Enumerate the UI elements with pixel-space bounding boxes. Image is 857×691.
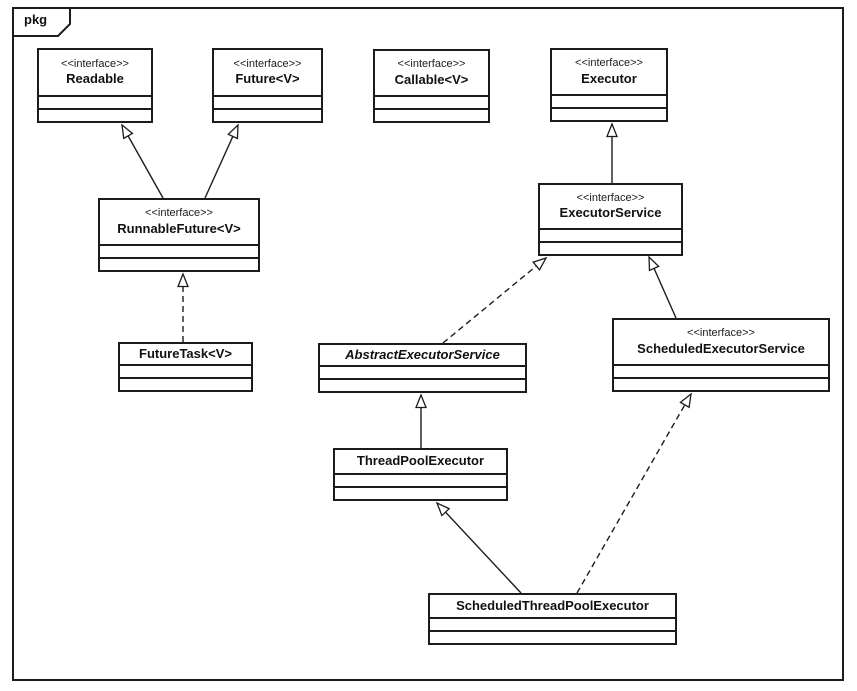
attributes-compartment — [375, 95, 488, 108]
package-tab-label: pkg — [24, 12, 48, 27]
package-tab-shape — [12, 7, 71, 37]
package-tab-outline — [12, 7, 71, 37]
operations-compartment — [100, 257, 258, 270]
uml-interface-readable: <<interface>> Readable — [37, 48, 153, 123]
attributes-compartment — [335, 473, 506, 486]
attributes-compartment — [552, 94, 666, 107]
class-name: FutureTask<V> — [139, 345, 232, 361]
attributes-compartment — [214, 95, 321, 108]
class-name: Readable — [66, 71, 124, 87]
uml-interface-callable: <<interface>> Callable<V> — [373, 49, 490, 123]
attributes-compartment — [540, 228, 681, 241]
class-header: <<interface>> Callable<V> — [375, 51, 488, 95]
operations-compartment — [39, 108, 151, 121]
uml-interface-executorservice: <<interface>> ExecutorService — [538, 183, 683, 256]
stereotype-label: <<interface>> — [233, 57, 302, 70]
class-name: Executor — [581, 70, 637, 86]
attributes-compartment — [120, 364, 251, 377]
class-header: ThreadPoolExecutor — [335, 450, 506, 473]
class-header: <<interface>> Readable — [39, 50, 151, 95]
attributes-compartment — [100, 244, 258, 257]
class-header: <<interface>> Executor — [552, 50, 666, 94]
stereotype-label: <<interface>> — [61, 57, 129, 70]
class-header: ScheduledThreadPoolExecutor — [430, 595, 675, 617]
operations-compartment — [120, 377, 251, 390]
operations-compartment — [552, 107, 666, 120]
class-header: AbstractExecutorService — [320, 345, 525, 365]
class-name: Callable<V> — [394, 71, 469, 87]
class-name: ExecutorService — [559, 205, 662, 221]
uml-interface-scheduledexecutorservice: <<interface>> ScheduledExecutorService — [612, 318, 830, 392]
stereotype-label: <<interface>> — [145, 207, 213, 219]
class-name: AbstractExecutorService — [345, 346, 500, 362]
attributes-compartment — [614, 364, 828, 377]
operations-compartment — [335, 486, 506, 499]
stereotype-label: <<interface>> — [576, 191, 645, 204]
uml-class-threadpoolexecutor: ThreadPoolExecutor — [333, 448, 508, 501]
operations-compartment — [430, 630, 675, 643]
attributes-compartment — [430, 617, 675, 630]
uml-interface-runnablefuture: <<interface>> RunnableFuture<V> — [98, 198, 260, 272]
operations-compartment — [320, 378, 525, 391]
operations-compartment — [375, 108, 488, 121]
uml-class-futuretask: FutureTask<V> — [118, 342, 253, 392]
class-header: <<interface>> RunnableFuture<V> — [100, 200, 258, 244]
stereotype-label: <<interface>> — [687, 327, 755, 339]
stereotype-label: <<interface>> — [397, 58, 466, 70]
operations-compartment — [614, 377, 828, 390]
class-header: <<interface>> Future<V> — [214, 50, 321, 95]
class-header: <<interface>> ExecutorService — [540, 185, 681, 228]
uml-class-abstractexecutorservice: AbstractExecutorService — [318, 343, 527, 393]
uml-interface-future: <<interface>> Future<V> — [212, 48, 323, 123]
class-name: ThreadPoolExecutor — [356, 453, 485, 469]
class-header: FutureTask<V> — [120, 344, 251, 364]
operations-compartment — [214, 108, 321, 121]
attributes-compartment — [320, 365, 525, 378]
operations-compartment — [540, 241, 681, 254]
class-name: ScheduledExecutorService — [637, 340, 805, 356]
attributes-compartment — [39, 95, 151, 108]
class-name: Future<V> — [235, 71, 300, 87]
uml-class-scheduledthreadpoolexecutor: ScheduledThreadPoolExecutor — [428, 593, 677, 645]
class-name: ScheduledThreadPoolExecutor — [456, 597, 649, 613]
uml-interface-executor: <<interface>> Executor — [550, 48, 668, 122]
class-header: <<interface>> ScheduledExecutorService — [614, 320, 828, 364]
stereotype-label: <<interface>> — [575, 57, 643, 69]
class-name: RunnableFuture<V> — [117, 220, 241, 236]
